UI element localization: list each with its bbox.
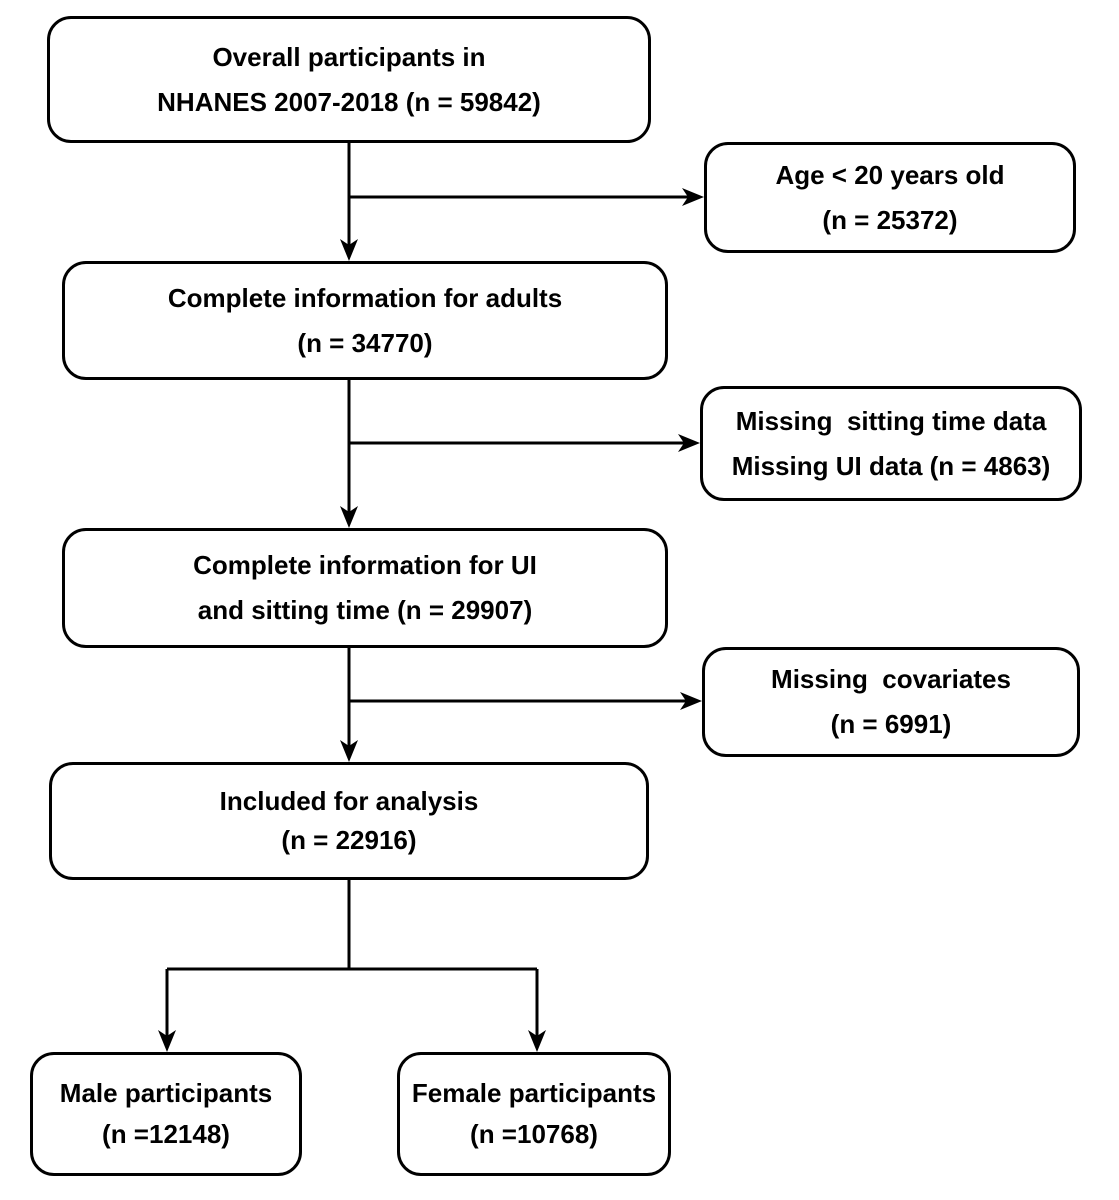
arrowhead-down-icon	[340, 740, 358, 762]
arrowhead-down-icon	[340, 506, 358, 528]
arrowhead-right-icon	[682, 188, 704, 206]
box-text-line: (n = 22916)	[281, 825, 417, 855]
arrowhead-right-icon	[680, 692, 702, 710]
box-text-line: Missing UI data (n = 4863)	[731, 450, 1051, 481]
box-text-line: Female participants	[411, 1078, 657, 1108]
box-text-line: Overall participants in	[212, 41, 486, 72]
box-text-line: NHANES 2007-2018 (n = 59842)	[157, 86, 541, 117]
box-text-line: Age < 20 years old	[775, 159, 1005, 190]
box-text-line: (n =12148)	[102, 1119, 230, 1149]
arrowhead-right-icon	[678, 434, 700, 452]
arrowhead-group	[158, 188, 704, 1052]
box-text-line: Missing covariates	[771, 664, 1011, 694]
flow-box-complete-adults: Complete information for adults (n = 347…	[62, 261, 668, 380]
flow-box-age-excluded: Age < 20 years old (n = 25372)	[704, 142, 1076, 253]
box-text-line: Included for analysis	[219, 786, 479, 816]
arrowhead-down-icon	[158, 1030, 176, 1052]
box-text-line: Complete information for adults	[167, 282, 563, 313]
flow-box-missing-sitting-ui: Missing sitting time data Missing UI dat…	[700, 386, 1082, 501]
connector-line-group	[165, 143, 690, 1039]
box-text-line: and sitting time (n = 29907)	[197, 595, 533, 625]
flow-box-complete-ui-sitting: Complete information for UI and sitting …	[62, 528, 668, 648]
box-text-line: (n = 25372)	[822, 204, 958, 235]
flow-box-male-participants: Male participants (n =12148)	[30, 1052, 302, 1176]
box-text-line: (n =10768)	[470, 1119, 598, 1149]
arrowhead-down-icon	[528, 1030, 546, 1052]
box-text-line: Missing sitting time data	[735, 405, 1047, 436]
flow-box-included-analysis: Included for analysis (n = 22916)	[49, 762, 649, 880]
box-text-line: (n = 34770)	[297, 327, 433, 358]
box-text-line: Complete information for UI	[193, 550, 537, 580]
flow-box-overall-participants: Overall participants in NHANES 2007-2018…	[47, 16, 651, 143]
box-text-line: (n = 6991)	[830, 709, 952, 739]
flow-box-missing-covariates: Missing covariates (n = 6991)	[702, 647, 1080, 757]
arrowhead-down-icon	[340, 239, 358, 261]
box-text-line: Male participants	[59, 1078, 273, 1108]
flow-box-female-participants: Female participants (n =10768)	[397, 1052, 671, 1176]
